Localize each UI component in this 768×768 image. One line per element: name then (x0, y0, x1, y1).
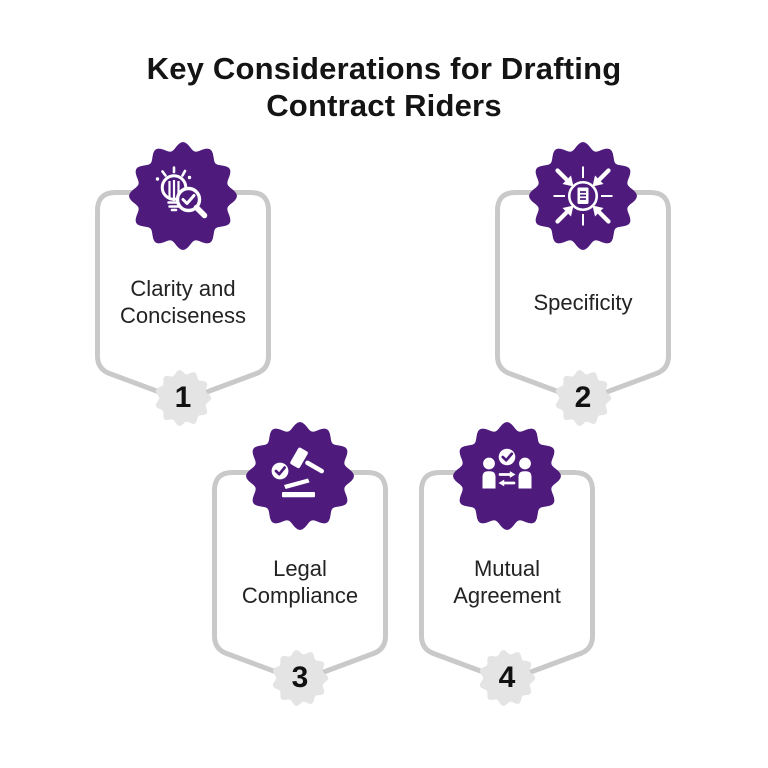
scallop-number-shape (155, 370, 212, 426)
scallop-seal-shape (453, 422, 561, 530)
item-number: 3 (291, 661, 309, 694)
item-icon-badge (451, 420, 563, 532)
item-label: Legal Compliance (241, 556, 359, 608)
scallop-seal-shape (246, 422, 354, 530)
converging-arrows-document-icon (553, 166, 613, 226)
item-icon-badge (127, 140, 239, 252)
page-title-line1: Key Considerations for Drafting (146, 51, 622, 86)
item-number-badge: 4 (478, 649, 536, 707)
scallop-number-shape (555, 370, 612, 426)
lightbulb-magnifier-icon (155, 166, 208, 219)
item-icon-badge (244, 420, 356, 532)
scallop-number-shape (272, 650, 329, 706)
item-number: 4 (498, 661, 516, 694)
gavel-check-icon (271, 447, 325, 498)
people-exchange-check-icon (482, 448, 532, 489)
consideration-item-1: Clarity and Conciseness 1 (95, 140, 271, 435)
item-number-badge: 1 (154, 369, 212, 427)
item-label: Mutual Agreement (453, 556, 561, 608)
page-title-line2: Contract Riders (266, 88, 502, 124)
scallop-number-shape (479, 650, 536, 706)
item-number: 2 (574, 381, 592, 414)
page-title: Key Considerations for Drafting Contract… (0, 50, 768, 124)
item-label: Clarity and Conciseness (120, 276, 246, 328)
consideration-item-2: Specificity 2 (495, 140, 671, 435)
item-number: 1 (174, 381, 192, 414)
consideration-item-4: Mutual Agreement 4 (419, 420, 595, 715)
item-number-badge: 3 (271, 649, 329, 707)
item-icon-badge (527, 140, 639, 252)
item-label: Specificity (533, 289, 633, 315)
item-number-badge: 2 (554, 369, 612, 427)
consideration-item-3: Legal Compliance 3 (212, 420, 388, 715)
